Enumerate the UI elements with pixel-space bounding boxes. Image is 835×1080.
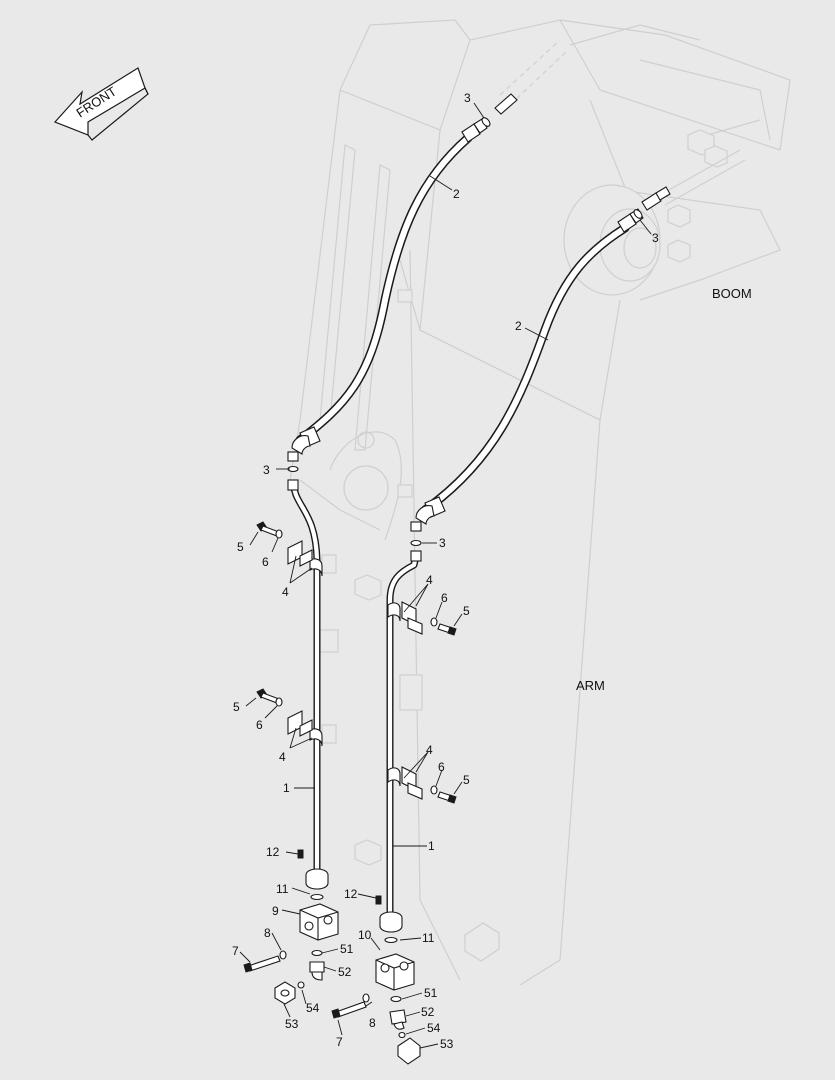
boom-arm-ghost-outline [289, 19, 791, 986]
boom-side-fittings [494, 93, 671, 211]
callout-bolt-4: 5 [463, 773, 470, 787]
callout-bolt-7-left: 7 [232, 944, 239, 958]
pipe-left [287, 479, 321, 874]
callout-washer-3: 6 [441, 591, 448, 605]
callout-oring-a: 3 [464, 91, 471, 105]
callout-oring-11-left: 11 [276, 882, 289, 896]
callout-ring-54-left: 54 [306, 1001, 320, 1015]
fitting-assembly-left [243, 849, 339, 1005]
callout-screw-right: 12 [344, 887, 358, 901]
callout-washer-2: 6 [256, 718, 263, 732]
callout-numbers: 3 2 3 2 3 3 5 6 4 5 6 4 4 6 5 4 6 5 1 1 … [232, 91, 659, 1051]
callout-oring-51-left: 51 [340, 942, 354, 956]
callout-clamp-2: 4 [279, 750, 286, 764]
boom-label: BOOM [712, 286, 752, 301]
leader-lines [239, 102, 652, 1049]
callout-cap-53-right: 53 [440, 1037, 454, 1051]
arm-label: ARM [576, 678, 605, 693]
callout-ring-54-right: 54 [427, 1021, 441, 1035]
hose-right [410, 208, 644, 532]
callout-bolt-7-right: 7 [336, 1035, 343, 1049]
callout-clamp-3: 4 [426, 573, 433, 587]
pipe-right [386, 550, 422, 919]
callout-bolt-3: 5 [463, 604, 470, 618]
callout-oring-c: 3 [263, 463, 270, 477]
callout-washer-4: 6 [438, 760, 445, 774]
callout-pipe-right: 1 [428, 839, 435, 853]
callout-oring-b: 3 [652, 231, 659, 245]
clamp-set-right-upper [387, 601, 457, 636]
fitting-assembly-right [331, 895, 421, 1065]
clamp-set-left-lower [256, 688, 323, 747]
callout-washer-1: 6 [262, 555, 269, 569]
arrow-shape [53, 67, 146, 136]
callout-bolt-2: 5 [233, 700, 240, 714]
callout-hose-top-left: 2 [453, 187, 460, 201]
hose-left [287, 118, 488, 462]
callout-elbow-52-right: 52 [421, 1005, 435, 1019]
callout-screw-left: 12 [266, 845, 280, 859]
o-rings-3 [287, 117, 643, 547]
callout-elbow-52-left: 52 [338, 965, 352, 979]
callout-cap-53-left: 53 [285, 1017, 299, 1031]
callout-oring-11-right: 11 [422, 931, 435, 945]
callout-pipe-left: 1 [283, 781, 290, 795]
callout-bolt-1: 5 [237, 540, 244, 554]
callout-oring-51-right: 51 [424, 986, 438, 1000]
callout-washer-8-right: 8 [369, 1016, 376, 1030]
clamp-set-left-upper [256, 521, 323, 577]
callout-clamp-4: 4 [426, 743, 433, 757]
callout-washer-8-left: 8 [264, 926, 271, 940]
callout-oring-d: 3 [439, 536, 446, 550]
callout-block-right: 10 [358, 928, 372, 942]
callout-hose-top-right: 2 [515, 319, 522, 333]
clamp-set-right-lower [387, 766, 457, 804]
callout-block-left: 9 [272, 904, 279, 918]
callout-clamp-1: 4 [282, 585, 289, 599]
front-direction-arrow: FRONT [53, 67, 149, 141]
